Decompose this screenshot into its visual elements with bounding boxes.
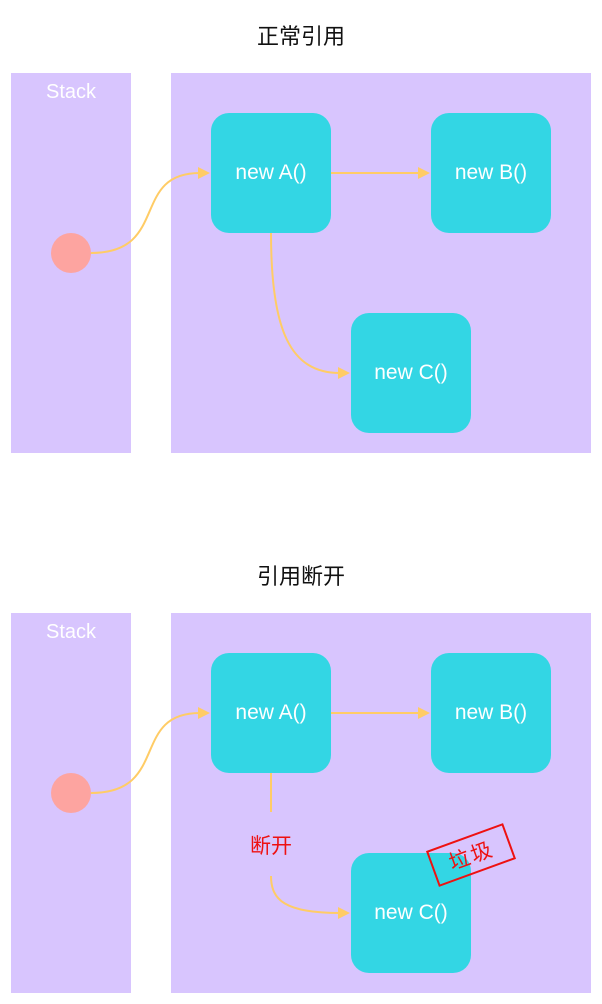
node-new-a: new A(): [211, 113, 331, 233]
stack-label: Stack: [45, 621, 97, 643]
arrow-head: [338, 367, 350, 379]
break-label: 断开: [250, 834, 292, 858]
stack-pointer-dot: [51, 773, 91, 813]
arrow-head: [198, 167, 210, 179]
diagram-title: 引用断开: [256, 565, 345, 590]
node-new-c: new C(): [351, 853, 471, 973]
a-to-c-arrow-lower: [270, 875, 341, 914]
stack-pointer-dot: [51, 233, 91, 273]
node-new-c: new C(): [351, 313, 471, 433]
stack-to-a-arrow: [90, 712, 201, 794]
stack-label: Stack: [45, 81, 97, 103]
stack-to-a-arrow: [90, 172, 201, 254]
arrow-head: [198, 707, 210, 719]
arrow-head: [338, 907, 350, 919]
node-new-b: new B(): [431, 113, 551, 233]
arrow-head: [418, 167, 430, 179]
node-new-a: new A(): [211, 653, 331, 773]
node-new-b: new B(): [431, 653, 551, 773]
a-to-c-arrow: [270, 232, 341, 374]
diagram-title: 正常引用: [256, 25, 345, 50]
arrow-head: [418, 707, 430, 719]
